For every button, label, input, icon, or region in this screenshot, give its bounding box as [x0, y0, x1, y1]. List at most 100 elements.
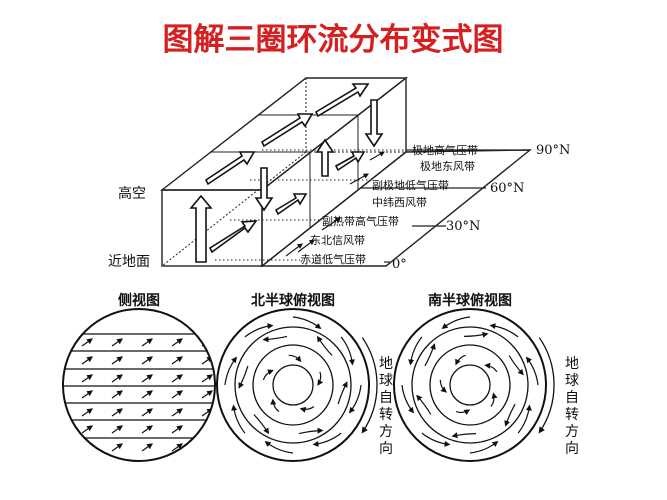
latitude-ring — [411, 326, 529, 444]
side-wind-arrow — [171, 390, 183, 399]
polar-flow-arrow — [334, 151, 366, 172]
belt-labels: 极地高气压带 极地东风带 副极地低气压带 中纬西风带 副热带高气压带 东北信风带… — [300, 143, 478, 266]
belt-polar-high: 极地高气压带 — [412, 143, 478, 157]
side-view — [62, 308, 216, 462]
wind-arrow — [292, 316, 322, 330]
rotation-char: 方 — [565, 424, 579, 440]
label-high-altitude: 高空 — [118, 185, 146, 202]
wind-arrow — [504, 403, 516, 427]
side-wind-arrow — [81, 374, 93, 383]
wind-arrow — [231, 404, 246, 434]
hadley-top-arrow — [204, 151, 256, 186]
wind-arrow — [340, 336, 355, 366]
wind-arrow — [224, 356, 238, 386]
side-wind-arrow — [111, 390, 123, 399]
latitude-ring — [234, 326, 352, 444]
rotation-char: 地 — [379, 356, 393, 372]
side-wind-arrow — [201, 408, 213, 417]
wind-arrow — [238, 365, 249, 389]
rotation-char: 自 — [379, 390, 393, 406]
view-title-side: 侧视图 — [118, 292, 160, 309]
rotation-char: 地 — [565, 356, 579, 372]
wind-arrow — [455, 354, 466, 366]
side-wind-arrow — [111, 443, 123, 452]
view-title-north: 北半球俯视图 — [251, 292, 335, 309]
wind-arrow — [288, 354, 302, 363]
side-wind-arrow — [141, 425, 153, 434]
label-near-ground: 近地面 — [108, 254, 150, 270]
latitude-ring — [393, 308, 547, 462]
circulation-arrows — [189, 83, 384, 263]
rotation-char: 转 — [379, 407, 393, 423]
wind-arrow — [244, 323, 274, 338]
side-wind-arrow — [111, 374, 123, 383]
wind-arrow — [441, 316, 471, 330]
rotation-char: 转 — [565, 407, 579, 423]
side-wind-arrow — [81, 390, 93, 399]
lat-60n: 60°N — [490, 181, 524, 196]
side-wind-arrow — [141, 390, 153, 399]
latitude-ring — [252, 344, 334, 426]
lat-90n: 90°N — [536, 143, 570, 158]
wind-arrow — [455, 409, 471, 416]
lat-0: 0° — [392, 257, 407, 272]
latitude-ring — [216, 308, 370, 462]
wind-arrow — [421, 432, 451, 447]
side-wind-arrow — [81, 356, 93, 365]
belt-westerlies: 中纬西风带 — [372, 196, 427, 209]
latitude-ring — [449, 364, 491, 406]
wind-arrow — [517, 404, 532, 434]
wind-arrow — [253, 414, 270, 435]
side-wind-arrow — [171, 356, 183, 365]
wind-arrow — [490, 392, 498, 407]
belt-subpolar-low: 副极地低气压带 — [372, 178, 449, 192]
wind-arrow — [262, 369, 274, 381]
rotation-arc — [538, 337, 555, 434]
side-wind-arrow — [201, 338, 213, 347]
subtropic-down-arrow — [254, 167, 274, 212]
side-wind-arrow — [81, 425, 93, 434]
side-wind-arrow — [171, 338, 183, 347]
subpolar-up-arrow — [315, 138, 335, 177]
side-wind-arrow — [171, 408, 183, 417]
wind-arrow — [424, 343, 436, 367]
south-view — [393, 308, 555, 462]
side-wind-arrow — [111, 338, 123, 347]
wind-arrow — [316, 335, 333, 356]
wind-arrow — [508, 355, 524, 376]
return-flow-arrow — [208, 220, 258, 254]
rotation-char: 向 — [379, 441, 393, 457]
side-wind-arrow — [111, 356, 123, 365]
view-title-south: 南半球俯视图 — [428, 292, 512, 309]
side-wind-arrow — [141, 443, 153, 452]
wind-arrow — [312, 432, 342, 447]
side-wind-arrow — [201, 390, 213, 399]
rotation-arc — [361, 337, 378, 434]
wind-arrow — [439, 379, 447, 393]
side-wind-arrow — [111, 408, 123, 417]
side-wind-arrow — [111, 425, 123, 434]
side-wind-arrow — [141, 374, 153, 383]
ferrel-top-arrow — [260, 113, 314, 148]
wind-arrow — [451, 432, 477, 439]
latitude-ring — [429, 344, 511, 426]
page-title: 图解三圈环流分布变式图 — [163, 22, 504, 58]
wind-arrow — [270, 398, 280, 412]
belt-ne-trades: 东北信风带 — [310, 234, 365, 247]
belt-subtropical-high: 副热带高气压带 — [322, 214, 399, 228]
side-wind-arrow — [171, 425, 183, 434]
belt-polar-easterlies: 极地东风带 — [420, 159, 475, 173]
lat-30n: 30°N — [446, 219, 480, 234]
side-wind-arrow — [81, 443, 93, 452]
polar-down-arrow — [364, 99, 384, 148]
wind-arrow — [348, 384, 362, 414]
wind-arrow — [298, 427, 324, 435]
side-wind-arrow — [141, 356, 153, 365]
ground-wind-strokes — [285, 151, 385, 257]
wind-arrow — [484, 362, 498, 373]
wind-arrow — [525, 356, 539, 386]
side-wind-arrow — [201, 374, 213, 383]
